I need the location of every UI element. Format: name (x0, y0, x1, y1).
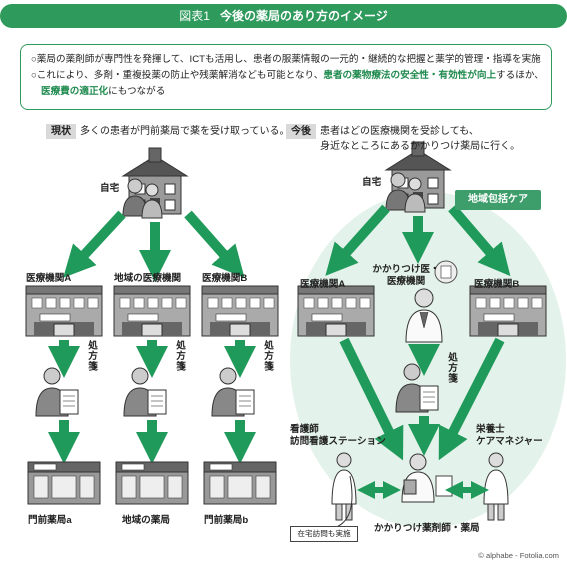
prescription-label-1: 処方箋 (86, 340, 97, 372)
pharmacy-local-label: 地域の薬局 (122, 515, 170, 526)
local-hospital-label: 地域の医療機関 (114, 273, 182, 284)
future-caption: 今後患者はどの医療機関を受診しても、 身近なところにあるかかりつけ薬局に行く。 (286, 124, 520, 154)
pharmacy-b-icon (203, 461, 277, 505)
patient-b-icon (211, 367, 255, 417)
pharmacy-a-label: 門前薬局a (28, 515, 72, 526)
future-badge: 今後 (286, 124, 316, 139)
hospital-b-right-label: 医療機関B (474, 279, 520, 290)
figure-number: 図表1 (179, 9, 210, 23)
current-caption: 現状多くの患者が門前薬局で薬を受け取っている。 (46, 124, 290, 139)
arrow-home-to-hospital-b-right (448, 204, 511, 277)
hospital-a-left-label: 医療機関A (26, 273, 72, 284)
home-visit-note: 在宅訪問も実施 (290, 526, 358, 542)
hospital-a-left-icon (25, 285, 103, 337)
summary-line-2: ○これにより、多剤・重複投薬の防止や残薬解消なども可能となり、患者の薬物療法の安… (31, 70, 544, 81)
pharmacy-local-icon (115, 461, 189, 505)
community-care-badge: 地域包括ケア (455, 190, 541, 210)
prescription-label-2: 処方箋 (174, 340, 185, 372)
local-hospital-icon (113, 285, 191, 337)
home-left-label: 自宅 (100, 183, 120, 194)
image-credit: © alphabe - Fotolia.com (478, 551, 559, 560)
pharmacy-b-label: 門前薬局b (204, 515, 249, 526)
hospital-a-right-icon (297, 285, 375, 337)
arrow-home-to-hospital-a-right (325, 204, 390, 276)
hospital-b-right-icon (469, 285, 547, 337)
prescription-label-3: 処方箋 (262, 340, 273, 372)
pharmacist-icon (401, 453, 435, 503)
summary-line-3: 医療費の適正化にもつながる (41, 86, 166, 97)
arrow-hospital-a-right-to-pharmacy (339, 337, 404, 461)
prescription-label-right: 処方箋 (446, 352, 457, 384)
patient-a-icon (35, 367, 79, 417)
kakaritsuke-doctor-label: かかりつけ医・医療機関 (372, 264, 440, 287)
current-badge: 現状 (46, 124, 76, 139)
care-manager-label: 栄養士ケアマネジャー (476, 424, 543, 447)
pharmacy-a-icon (27, 461, 101, 505)
patient-local-icon (123, 367, 167, 417)
arrow-home-to-hospital-b (184, 210, 245, 278)
hospital-b-left-icon (201, 285, 279, 337)
figure-title: 図表1 今後の薬局のあり方のイメージ (0, 4, 567, 28)
summary-box: ○薬局の薬剤師が専門性を発揮して、ICTも活用し、患者の服薬情報の一元的・継続的… (20, 44, 552, 110)
clipboard-icon (434, 260, 458, 284)
hospital-a-right-label: 医療機関A (300, 279, 346, 290)
arrow-hospital-b-right-to-pharmacy (438, 337, 505, 461)
home-right-label: 自宅 (362, 177, 382, 188)
document-icon (435, 475, 453, 497)
summary-line-1: ○薬局の薬剤師が専門性を発揮して、ICTも活用し、患者の服薬情報の一元的・継続的… (31, 54, 541, 65)
nurse-label: 看護師訪問看護ステーション (290, 424, 386, 447)
arrow-home-to-hospital-a (63, 210, 126, 278)
kakaritsuke-pharmacy-label: かかりつけ薬剤師・薬局 (374, 523, 480, 534)
figure-title-text: 今後の薬局のあり方のイメージ (219, 9, 388, 23)
hospital-b-left-label: 医療機関B (202, 273, 248, 284)
